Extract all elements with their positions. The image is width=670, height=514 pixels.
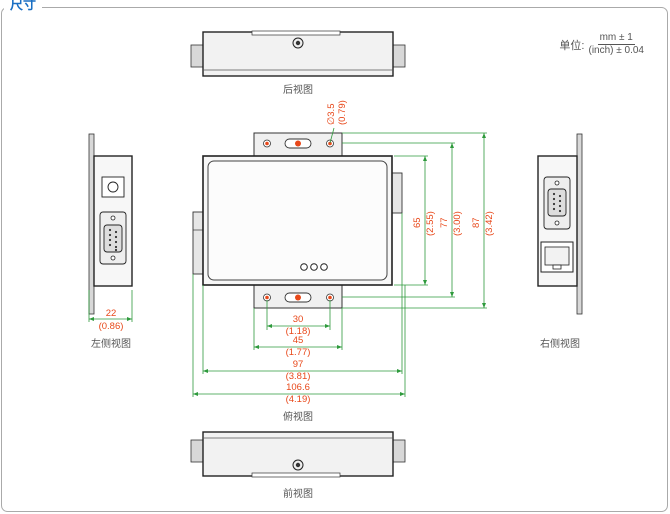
- back-view-caption: 后视图: [283, 83, 313, 96]
- dim-hole-in: (0.79): [337, 100, 348, 125]
- unit-numerator: mm ± 1: [597, 32, 635, 45]
- top-view-caption: 俯视图: [283, 410, 313, 423]
- front-view-left-tab: [190, 439, 204, 463]
- db9-connector-right: [547, 188, 567, 217]
- unit-denominator: (inch) ± 0.04: [588, 45, 644, 56]
- dim-106-mm: 106.6: [286, 382, 310, 393]
- back-view-left-tab: [190, 44, 204, 68]
- unit-fraction: mm ± 1 (inch) ± 0.04: [586, 32, 646, 57]
- dim-hole-mm: ∅3.5: [326, 104, 337, 125]
- dim-45-in: (1.77): [286, 347, 311, 358]
- unit-legend: 单位: mm ± 1 (inch) ± 0.04: [559, 32, 646, 57]
- dim-77-in: (3.00): [452, 211, 463, 236]
- dim-87-in: (3.42): [484, 211, 495, 236]
- dim-77-mm: 77: [439, 217, 450, 228]
- top-view: ∅3.5 (0.79) 65 (2.55) 77 (3.00) 87 (3.42…: [192, 100, 495, 423]
- dim-45-mm: 45: [293, 335, 304, 346]
- back-view-right-tab: [392, 44, 406, 68]
- unit-prefix: 单位:: [559, 39, 585, 52]
- right-view-flange: [576, 133, 583, 315]
- led-2: [310, 263, 318, 271]
- dim-65-in: (2.55): [425, 211, 436, 236]
- dim-65-mm: 65: [412, 217, 423, 228]
- outer-frame: [1, 7, 668, 512]
- dim-106-in: (4.19): [286, 394, 311, 405]
- front-view-caption: 前视图: [283, 487, 313, 500]
- back-view-top-edge: [251, 30, 341, 36]
- left-view-flange: [88, 133, 95, 315]
- right-view-caption: 右侧视图: [540, 337, 580, 350]
- back-view: 后视图: [190, 30, 406, 96]
- front-view: 前视图: [190, 431, 406, 500]
- left-side-view: 22 (0.86) 左侧视图: [88, 133, 133, 350]
- top-view-left-connector: [192, 211, 204, 275]
- dim-30-in: (1.18): [286, 326, 311, 337]
- front-view-right-tab: [392, 439, 406, 463]
- dim-97-in: (3.81): [286, 371, 311, 382]
- dim-22-mm: 22: [106, 308, 117, 319]
- dim-87-mm: 87: [471, 217, 482, 228]
- db9-connector-left: [103, 224, 123, 253]
- dim-30-mm: 30: [293, 314, 304, 325]
- led-1: [300, 263, 308, 271]
- front-view-bottom-edge: [251, 472, 341, 478]
- led-3: [320, 263, 328, 271]
- section-title: 尺寸: [4, 0, 43, 14]
- dim-22-in: (0.86): [99, 321, 124, 332]
- dim-97-mm: 97: [293, 359, 304, 370]
- top-view-right-connector: [391, 172, 403, 214]
- right-side-view: 右侧视图: [537, 133, 583, 350]
- left-view-caption: 左侧视图: [91, 337, 131, 350]
